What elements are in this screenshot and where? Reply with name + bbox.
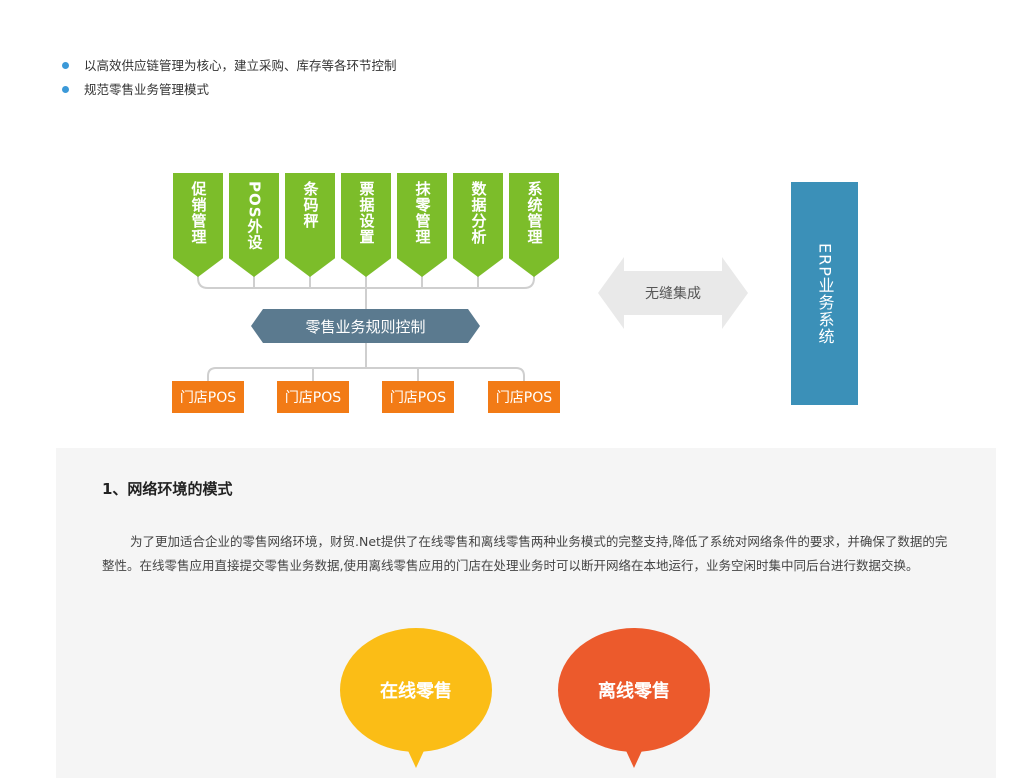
module-label: POS外设 bbox=[245, 181, 264, 251]
bubble-body: 离线零售 bbox=[558, 628, 710, 752]
connector-lines bbox=[197, 272, 535, 381]
erp-label: ERP业务系统 bbox=[815, 242, 835, 345]
module-rounding: 抹零管理 bbox=[397, 173, 447, 277]
module-label: 促销管理 bbox=[189, 181, 208, 245]
store-pos: 门店POS bbox=[172, 381, 244, 413]
bullet-dot-icon bbox=[62, 62, 69, 69]
bubble-label: 在线零售 bbox=[380, 681, 452, 702]
bubble-tail-icon bbox=[622, 742, 646, 768]
erp-system-box: ERP业务系统 bbox=[791, 182, 858, 405]
retail-rule-control: 零售业务规则控制 bbox=[251, 309, 480, 343]
module-label: 系统管理 bbox=[525, 181, 544, 245]
offline-retail-bubble: 离线零售 bbox=[558, 628, 710, 768]
module-label: 条码秤 bbox=[301, 181, 320, 229]
bubble-tail-icon bbox=[404, 742, 428, 768]
module-promotion: 促销管理 bbox=[173, 173, 223, 277]
section-paragraph: 为了更加适合企业的零售网络环境，财贸.Net提供了在线零售和离线零售两种业务模式… bbox=[102, 534, 948, 573]
network-mode-section: 1、网络环境的模式 为了更加适合企业的零售网络环境，财贸.Net提供了在线零售和… bbox=[56, 448, 996, 778]
list-item: 规范零售业务管理模式 bbox=[60, 78, 397, 102]
module-receipt-settings: 票据设置 bbox=[341, 173, 391, 277]
module-data-analysis: 数据分析 bbox=[453, 173, 503, 277]
module-label: 票据设置 bbox=[357, 181, 376, 245]
bullet-dot-icon bbox=[62, 86, 69, 93]
module-barcode-scale: 条码秤 bbox=[285, 173, 335, 277]
feature-list: 以高效供应链管理为核心，建立采购、库存等各环节控制 规范零售业务管理模式 bbox=[60, 54, 397, 102]
online-retail-bubble: 在线零售 bbox=[340, 628, 492, 768]
bullet-text: 以高效供应链管理为核心，建立采购、库存等各环节控制 bbox=[84, 58, 397, 73]
store-pos: 门店POS bbox=[277, 381, 349, 413]
store-pos: 门店POS bbox=[382, 381, 454, 413]
list-item: 以高效供应链管理为核心，建立采购、库存等各环节控制 bbox=[60, 54, 397, 78]
bubble-body: 在线零售 bbox=[340, 628, 492, 752]
module-pos-peripherals: POS外设 bbox=[229, 173, 279, 277]
module-label: 抹零管理 bbox=[413, 181, 432, 245]
module-label: 数据分析 bbox=[469, 181, 488, 245]
bullet-text: 规范零售业务管理模式 bbox=[84, 82, 210, 97]
bubble-label: 离线零售 bbox=[598, 681, 670, 702]
store-pos: 门店POS bbox=[488, 381, 560, 413]
section-title: 1、网络环境的模式 bbox=[102, 480, 233, 498]
module-system-management: 系统管理 bbox=[509, 173, 559, 277]
